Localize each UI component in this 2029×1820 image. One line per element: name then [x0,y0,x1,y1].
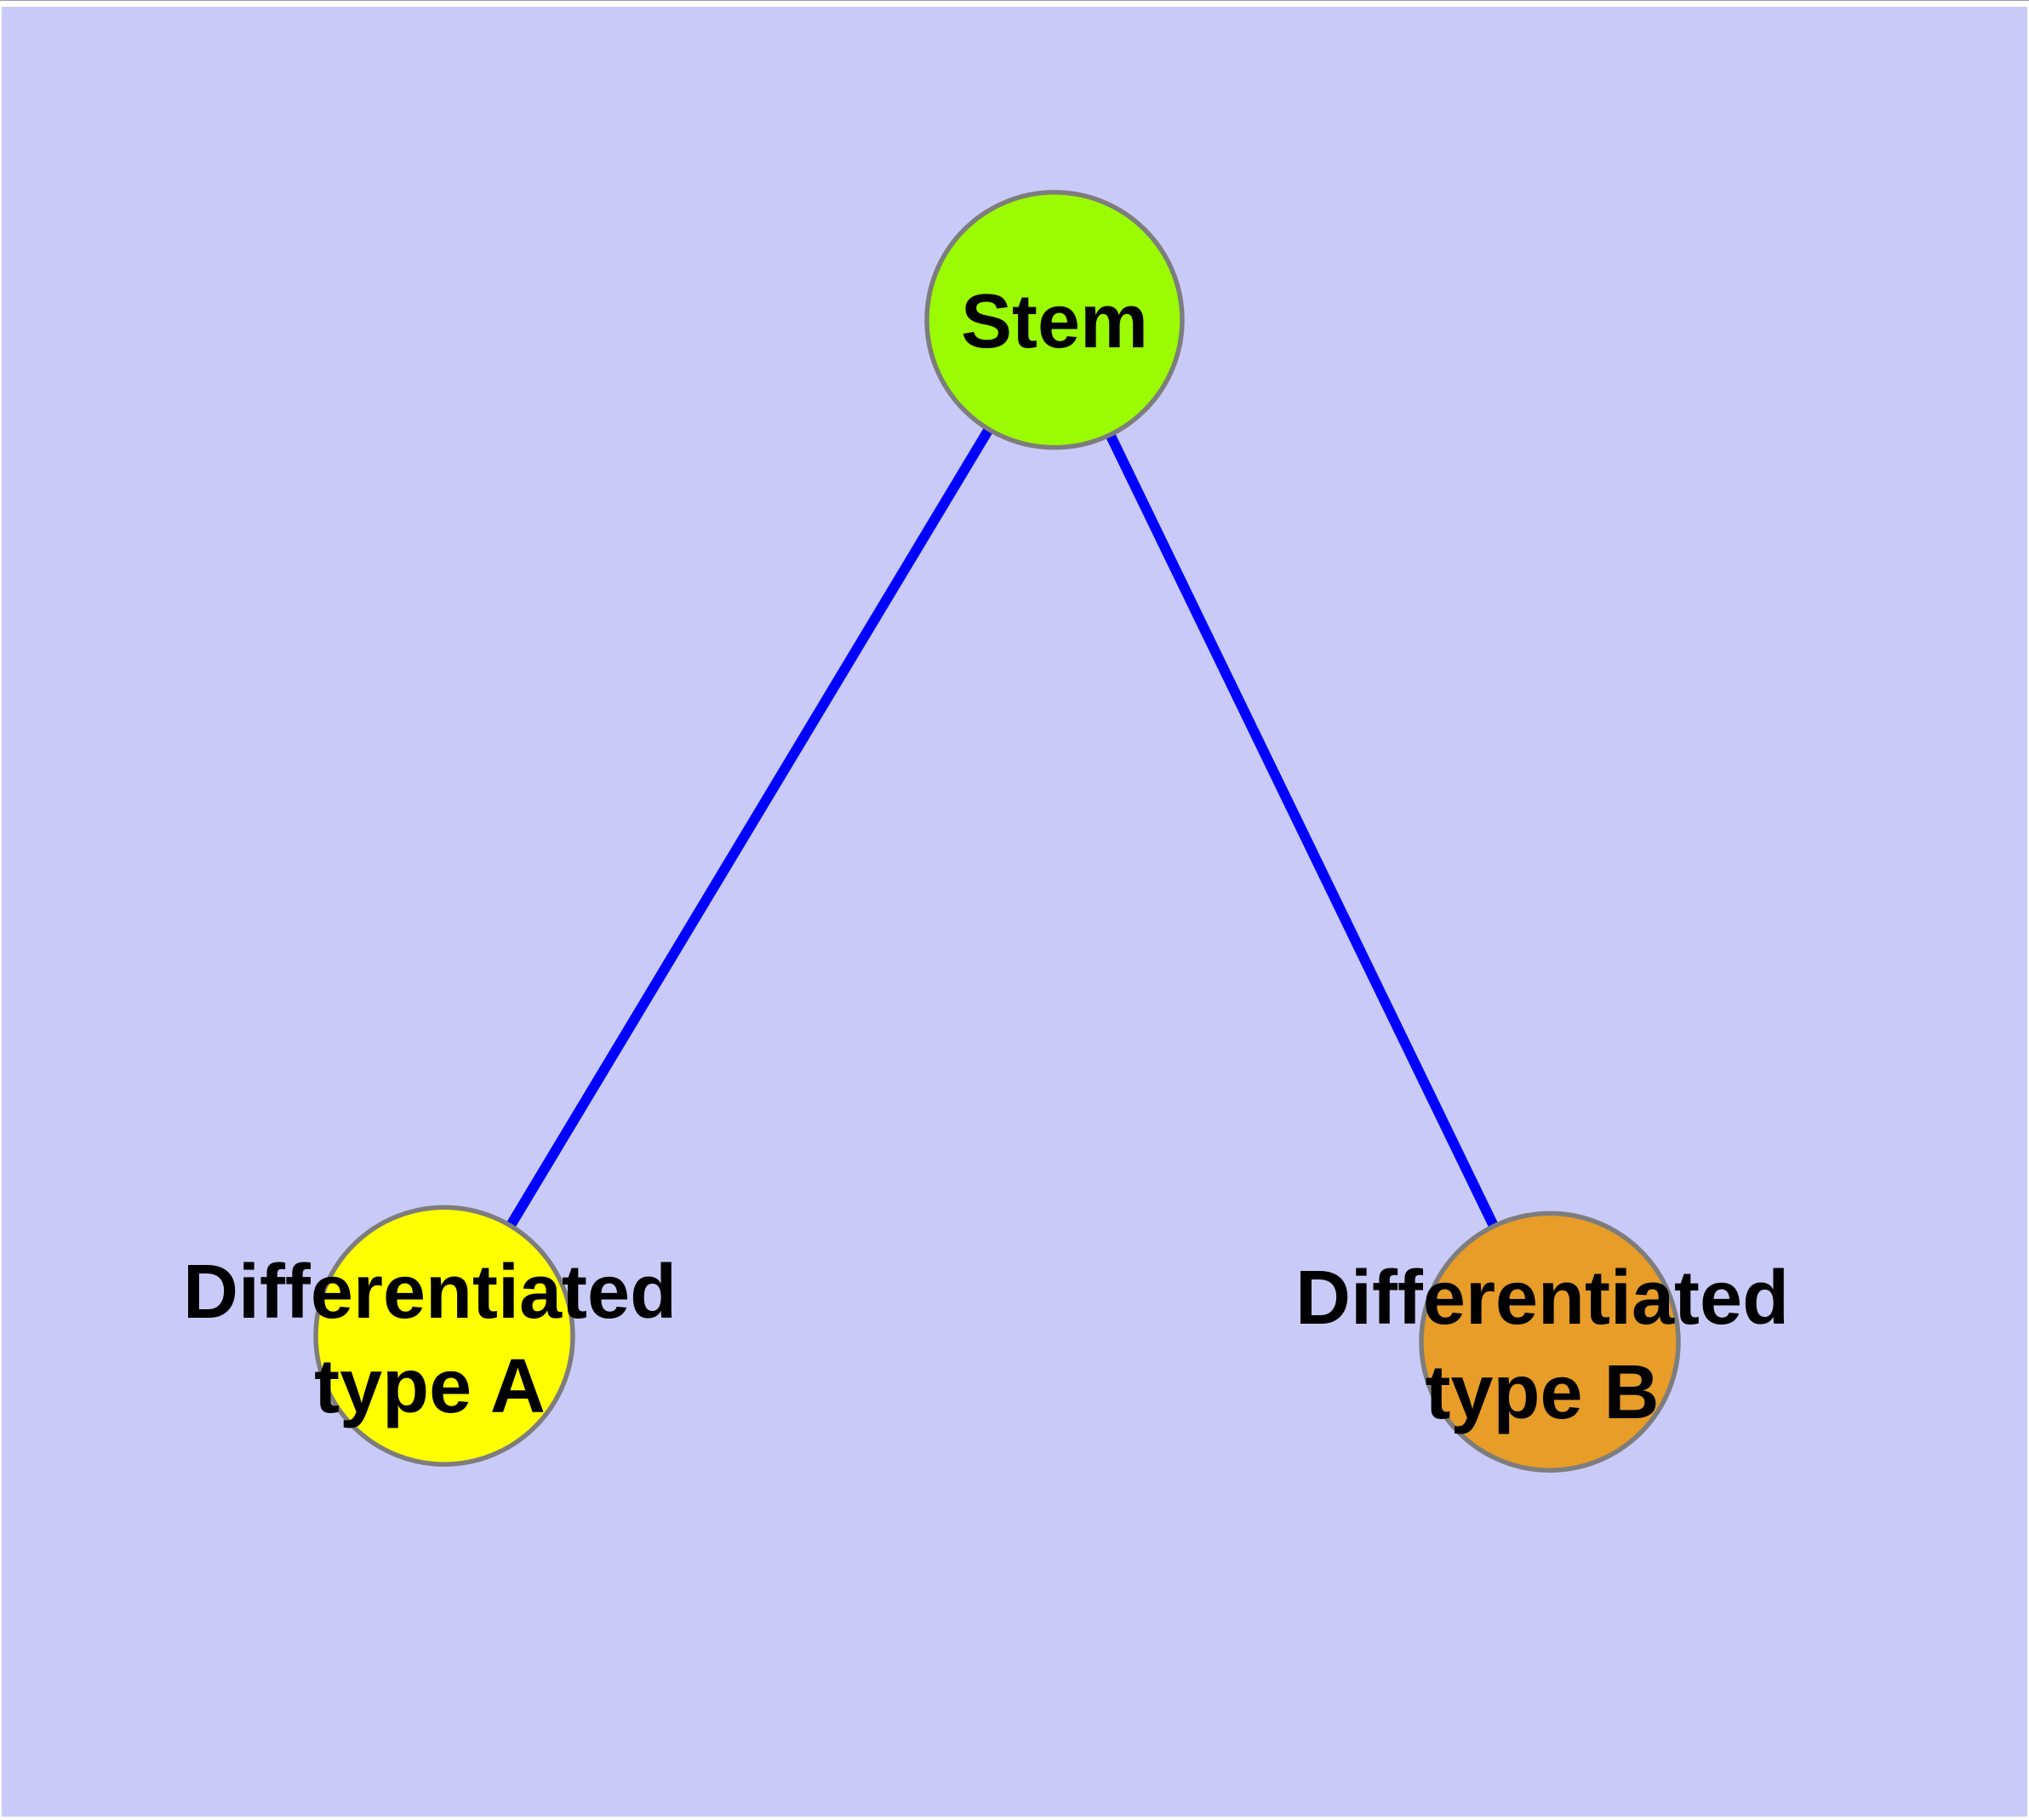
node-type-b-circle[interactable] [1419,1210,1681,1473]
node-stem-circle[interactable] [924,190,1185,450]
graph-svg [313,190,1681,1473]
node-type-a-circle[interactable] [313,1205,575,1467]
edge-stem-to-type-b [1049,318,1555,1344]
diagram-canvas: Stem Differentiated type A Differentiate… [2,7,2027,1817]
edge-stem-to-type-a [439,317,1060,1339]
